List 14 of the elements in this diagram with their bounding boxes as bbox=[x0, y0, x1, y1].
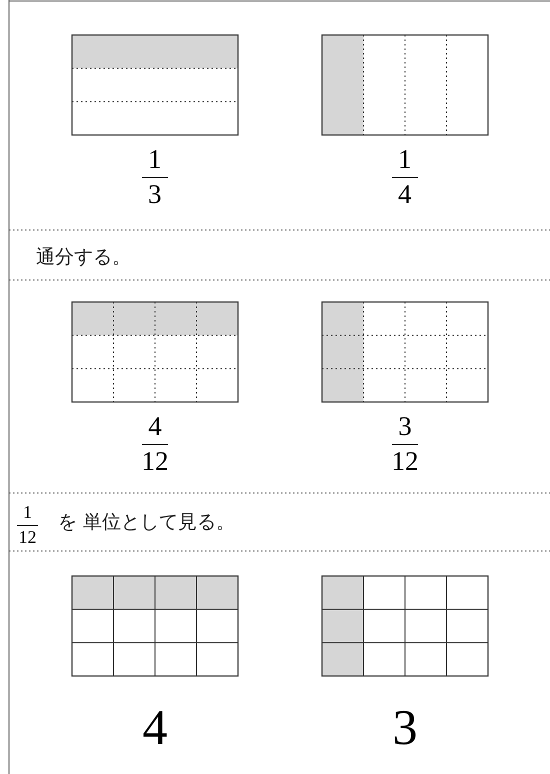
numerator: 1 bbox=[142, 145, 168, 178]
count-number: 3 bbox=[392, 698, 418, 756]
count-number: 4 bbox=[142, 698, 168, 756]
denominator: 12 bbox=[142, 444, 168, 476]
numerator: 1 bbox=[17, 503, 38, 526]
numerator: 1 bbox=[392, 145, 418, 178]
denominator: 4 bbox=[398, 178, 412, 210]
denominator: 12 bbox=[18, 526, 36, 548]
numerator: 4 bbox=[142, 412, 168, 445]
denominator: 3 bbox=[148, 178, 162, 210]
instruction-text: を 単位として見る。 bbox=[58, 510, 236, 535]
numerator: 3 bbox=[392, 412, 418, 445]
instruction-text: 通分する。 bbox=[36, 245, 131, 270]
denominator: 12 bbox=[392, 444, 418, 476]
